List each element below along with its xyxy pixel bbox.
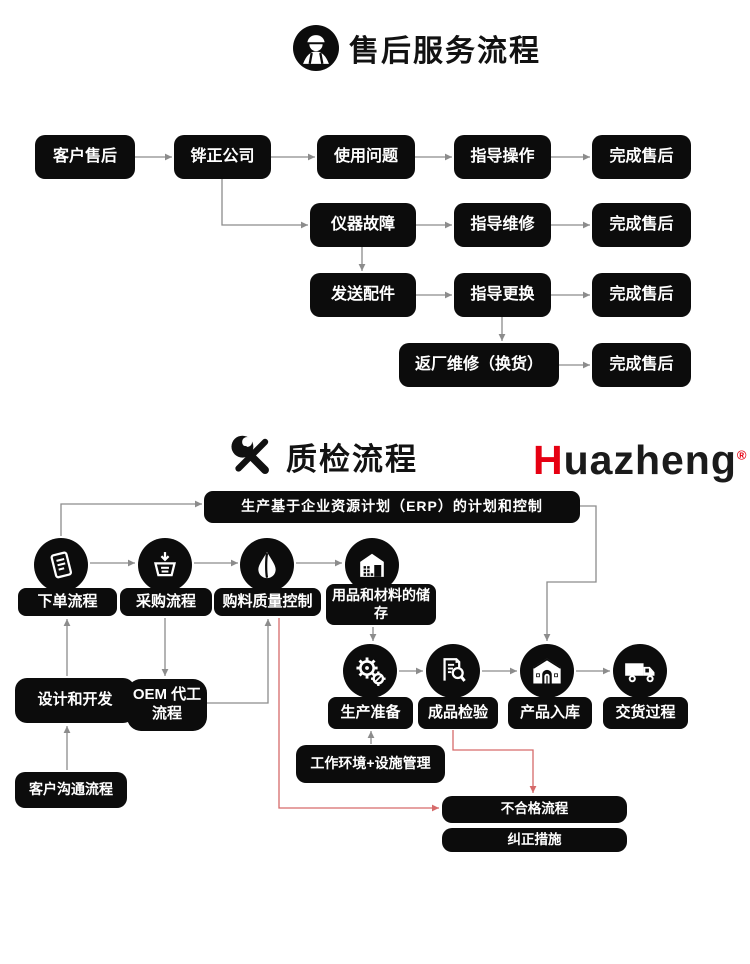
after-sales-title: 售后服务流程 <box>293 25 541 71</box>
node-usage-issue: 使用问题 <box>317 135 415 179</box>
node-production-prep: 生产准备 <box>328 697 413 729</box>
node-warehouse-in: 产品入库 <box>508 697 592 729</box>
node-fault: 仪器故障 <box>310 203 416 247</box>
node-done-3: 完成售后 <box>592 273 691 317</box>
node-material-qc: 购料质量控制 <box>214 588 321 616</box>
node-final-inspect: 成品检验 <box>418 697 498 729</box>
node-design: 设计和开发 <box>15 678 135 723</box>
node-guide-operate: 指导操作 <box>454 135 551 179</box>
node-done-2: 完成售后 <box>592 203 691 247</box>
node-delivery: 交货过程 <box>603 697 688 729</box>
node-oem: OEM 代工流程 <box>127 679 207 731</box>
node-corrective: 纠正措施 <box>442 828 627 852</box>
node-order-process: 下单流程 <box>18 588 117 616</box>
node-purchase-process: 采购流程 <box>120 588 212 616</box>
logo-lead-letter: H <box>533 437 564 483</box>
truck-icon <box>613 644 667 698</box>
node-guide-replace: 指导更换 <box>454 273 551 317</box>
gears-icon <box>343 644 397 698</box>
node-nonconform: 不合格流程 <box>442 796 627 823</box>
drop-icon <box>240 538 294 592</box>
registered-mark: ® <box>736 447 748 463</box>
quality-title: 质检流程 <box>226 431 418 481</box>
node-done-1: 完成售后 <box>592 135 691 179</box>
node-customer-comm: 客户沟通流程 <box>15 772 127 808</box>
warehouse-icon <box>345 538 399 592</box>
node-return-repair: 返厂维修（换货） <box>399 343 559 387</box>
node-guide-repair: 指导维修 <box>454 203 551 247</box>
erp-banner: 生产基于企业资源计划（ERP）的计划和控制 <box>204 491 580 523</box>
after-sales-title-text: 售后服务流程 <box>349 35 541 68</box>
node-company: 铧正公司 <box>174 135 271 179</box>
worker-icon <box>293 25 339 71</box>
inspect-icon <box>426 644 480 698</box>
node-storage: 用品和材料的储存 <box>326 584 436 625</box>
huazheng-logo: Huazheng® <box>533 437 748 484</box>
quality-title-text: 质检流程 <box>286 441 418 477</box>
tools-icon <box>226 431 276 481</box>
order-icon <box>34 538 88 592</box>
node-send-parts: 发送配件 <box>310 273 416 317</box>
node-done-4: 完成售后 <box>592 343 691 387</box>
node-customer: 客户售后 <box>35 135 135 179</box>
node-work-env: 工作环境+设施管理 <box>296 745 445 783</box>
logo-rest: uazheng <box>563 437 737 483</box>
store-icon <box>520 644 574 698</box>
basket-icon <box>138 538 192 592</box>
